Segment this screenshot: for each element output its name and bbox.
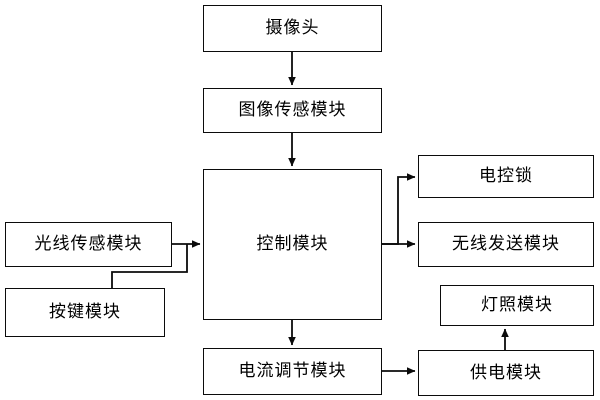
node-lighting[interactable]: 灯照模块	[440, 285, 594, 326]
node-electric-lock[interactable]: 电控锁	[418, 155, 594, 198]
node-key-module-label: 按键模块	[49, 302, 121, 322]
node-wireless-tx[interactable]: 无线发送模块	[418, 222, 594, 267]
node-power-supply-label: 供电模块	[470, 362, 542, 383]
node-camera-label: 摄像头	[265, 18, 320, 38]
node-image-sensor-label: 图像传感模块	[238, 100, 347, 120]
edge-control-to-electric-lock	[382, 173, 416, 245]
node-key-module[interactable]: 按键模块	[5, 288, 165, 337]
node-current-adjust-label: 电流调节模块	[238, 361, 347, 381]
node-lighting-label: 灯照模块	[481, 295, 553, 315]
node-image-sensor[interactable]: 图像传感模块	[203, 88, 382, 133]
node-wireless-tx-label: 无线发送模块	[452, 234, 560, 254]
node-control[interactable]: 控制模块	[203, 169, 382, 320]
node-current-adjust[interactable]: 电流调节模块	[203, 348, 382, 395]
node-power-supply[interactable]: 供电模块	[418, 350, 594, 396]
node-camera[interactable]: 摄像头	[203, 5, 382, 52]
node-control-label: 控制模块	[256, 234, 329, 254]
node-electric-lock-label: 电控锁	[479, 166, 533, 186]
node-light-sensor[interactable]: 光线传感模块	[5, 222, 172, 267]
node-light-sensor-label: 光线传感模块	[34, 234, 143, 254]
